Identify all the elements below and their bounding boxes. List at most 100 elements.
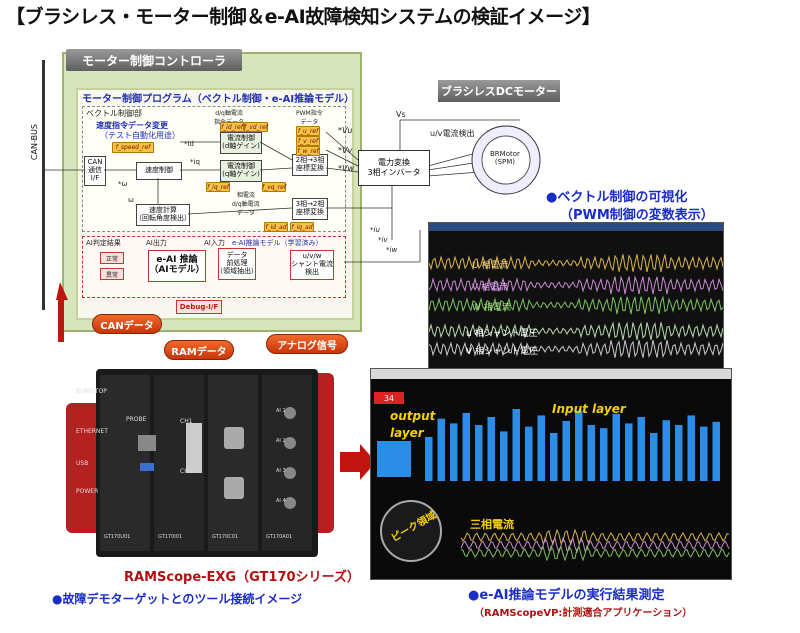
module-2-label: GT170I01: [158, 534, 183, 540]
trace-4: [428, 339, 724, 359]
tool-caption: ●故障デモターゲットとのツール接続イメージ: [52, 592, 303, 606]
phase-trace-1: [460, 536, 730, 554]
input-layer-bar: [562, 421, 570, 481]
phase-trace-0: [460, 528, 730, 546]
output-layer-bar: [377, 441, 411, 477]
input-layer-bar: [612, 413, 620, 481]
input-layer-bar: [662, 420, 670, 481]
output-layer-label: output layer: [390, 409, 436, 440]
ai-input-label: AI入力: [204, 239, 225, 247]
input-layer-bar: [550, 433, 558, 481]
result-chart: [371, 369, 731, 562]
brmotor-label: BRMotor (SPM): [490, 150, 520, 166]
input-layer-bar: [500, 431, 508, 481]
id-label: *id: [184, 140, 194, 148]
ai2-label: AI 2: [276, 438, 286, 444]
usb-label: USB: [76, 460, 89, 467]
power-label: POWER: [76, 488, 99, 495]
can-if-block: CAN 通信 I/F: [84, 156, 106, 186]
trace-3: [428, 321, 724, 341]
ai3-label: AI 3: [276, 468, 286, 474]
shunt-block: u/v/w シャント電流 検出: [290, 250, 334, 280]
program-title: モーター制御プログラム（ベクトル制御・e-AI推論モデル）: [82, 94, 355, 105]
ai-result-label: AI判定結果: [86, 239, 121, 247]
preprocess-block: データ 前処理 （領域抽出）: [216, 248, 258, 280]
device-illustration: [66, 369, 334, 557]
dq-current-label: 相電流 d/q軸電流 データ: [232, 192, 260, 217]
f-id-ad-var: f_id_ad: [264, 222, 288, 232]
result-caption-2: （RAMScopeVP:計測適合アプリケーション）: [474, 608, 693, 619]
omega2-label: ω: [128, 196, 134, 204]
input-layer-bar: [700, 426, 708, 481]
conv-3to2-block: 3相→2相 座標変換: [292, 198, 328, 220]
input-layer-bar: [675, 425, 683, 481]
f-iq-ref-var: f_iq_ref: [206, 182, 230, 192]
trace-1: [428, 275, 724, 295]
result-titlebar: [371, 369, 731, 379]
f-id-ref-var: f_id_ref: [220, 122, 244, 132]
trace-2: [428, 295, 724, 315]
f-speed-ref-var: f_speed_ref: [112, 142, 154, 153]
f-v-ref-var: f_v_ref: [296, 136, 320, 146]
input-layer-bar: [575, 410, 583, 481]
ai4-label: AI 4: [276, 498, 286, 504]
ramscope-device: [66, 363, 334, 561]
input-layer-bar: [587, 425, 595, 481]
normal-indicator: 正常: [100, 252, 124, 264]
phase-trace-2: [460, 544, 730, 562]
trace-label-us: u 相シャント電圧: [466, 329, 538, 339]
vu-label: *Vu: [338, 126, 353, 135]
input-layer-bar: [512, 409, 520, 481]
input-layer-bar: [537, 415, 545, 481]
ai1-label: AI 1: [276, 408, 286, 414]
eai-block: e-AI 推論 （AIモデル）: [148, 250, 206, 282]
speed-control-block: 速度制御: [136, 162, 182, 180]
trace-label-u: U 相電流: [472, 261, 509, 271]
iu-label: *iu: [370, 226, 380, 234]
module-4-label: GT170A01: [266, 534, 293, 540]
trace-label-w: W 相電流: [472, 303, 511, 313]
ram-data-callout: RAMデータ: [164, 340, 234, 360]
input-layer-bar: [525, 426, 533, 481]
input-layer-label: Input layer: [552, 402, 626, 416]
analog-signal-callout: アナログ信号: [266, 334, 348, 354]
input-layer-bar: [475, 425, 483, 481]
module-1-label: GT170U01: [104, 534, 131, 540]
f-w-ref-var: f_w_ref: [296, 146, 320, 156]
speed-cmd-label: 速度指令データ変更: [96, 121, 168, 130]
speed-cmd-sub: （テスト自動化用途）: [100, 131, 180, 140]
runstop-label: RUN/STOP: [76, 388, 107, 395]
vs-label: Vs: [396, 110, 406, 119]
f-u-ref-var: f_u_ref: [296, 126, 320, 136]
module-3-label: GT170C01: [212, 534, 239, 540]
f-vd-ref-var: f_vd_ref: [244, 122, 268, 132]
result-window: [370, 368, 732, 580]
gauge-dial: [380, 500, 442, 562]
output-value: 34: [374, 392, 404, 404]
vis-caption-2: （PWM制御の変数表示）: [560, 208, 714, 223]
input-layer-bar: [625, 423, 633, 481]
vw-label: *Vw: [338, 164, 355, 173]
inverter-block: 電力変換 3相インバータ: [358, 150, 430, 186]
input-layer-bar: [637, 417, 645, 481]
f-vq-ref-var: f_vq_ref: [262, 182, 286, 192]
device-name: RAMScope-EXG（GT170シリーズ）: [124, 570, 360, 585]
trace-0: [428, 253, 724, 273]
ethernet-label: ETHERNET: [76, 428, 108, 435]
abnormal-indicator: 異常: [100, 268, 124, 280]
input-layer-bar: [712, 421, 720, 481]
f-iq-ad-var: f_iq_ad: [290, 222, 314, 232]
iw-label: *iw: [386, 246, 398, 254]
can-data-callout: CANデータ: [92, 314, 162, 334]
motor-tab: ブラシレスDCモーター: [438, 80, 560, 102]
iv-label: *iv: [378, 236, 388, 244]
controller-tab: モーター制御コントローラ: [66, 49, 242, 71]
vis-caption-1: ●ベクトル制御の可視化: [546, 190, 688, 205]
input-layer-bar: [687, 415, 695, 481]
three-phase-label: 三相電流: [470, 518, 514, 531]
input-layer-bar: [450, 423, 458, 481]
uv-detect-label: u/v電流検出: [430, 129, 475, 138]
probe-label: PROBE: [126, 416, 147, 423]
ai-output-label: AI出力: [146, 239, 167, 247]
eai-model-label: e-AI推論モデル（学習済み）: [232, 239, 323, 247]
